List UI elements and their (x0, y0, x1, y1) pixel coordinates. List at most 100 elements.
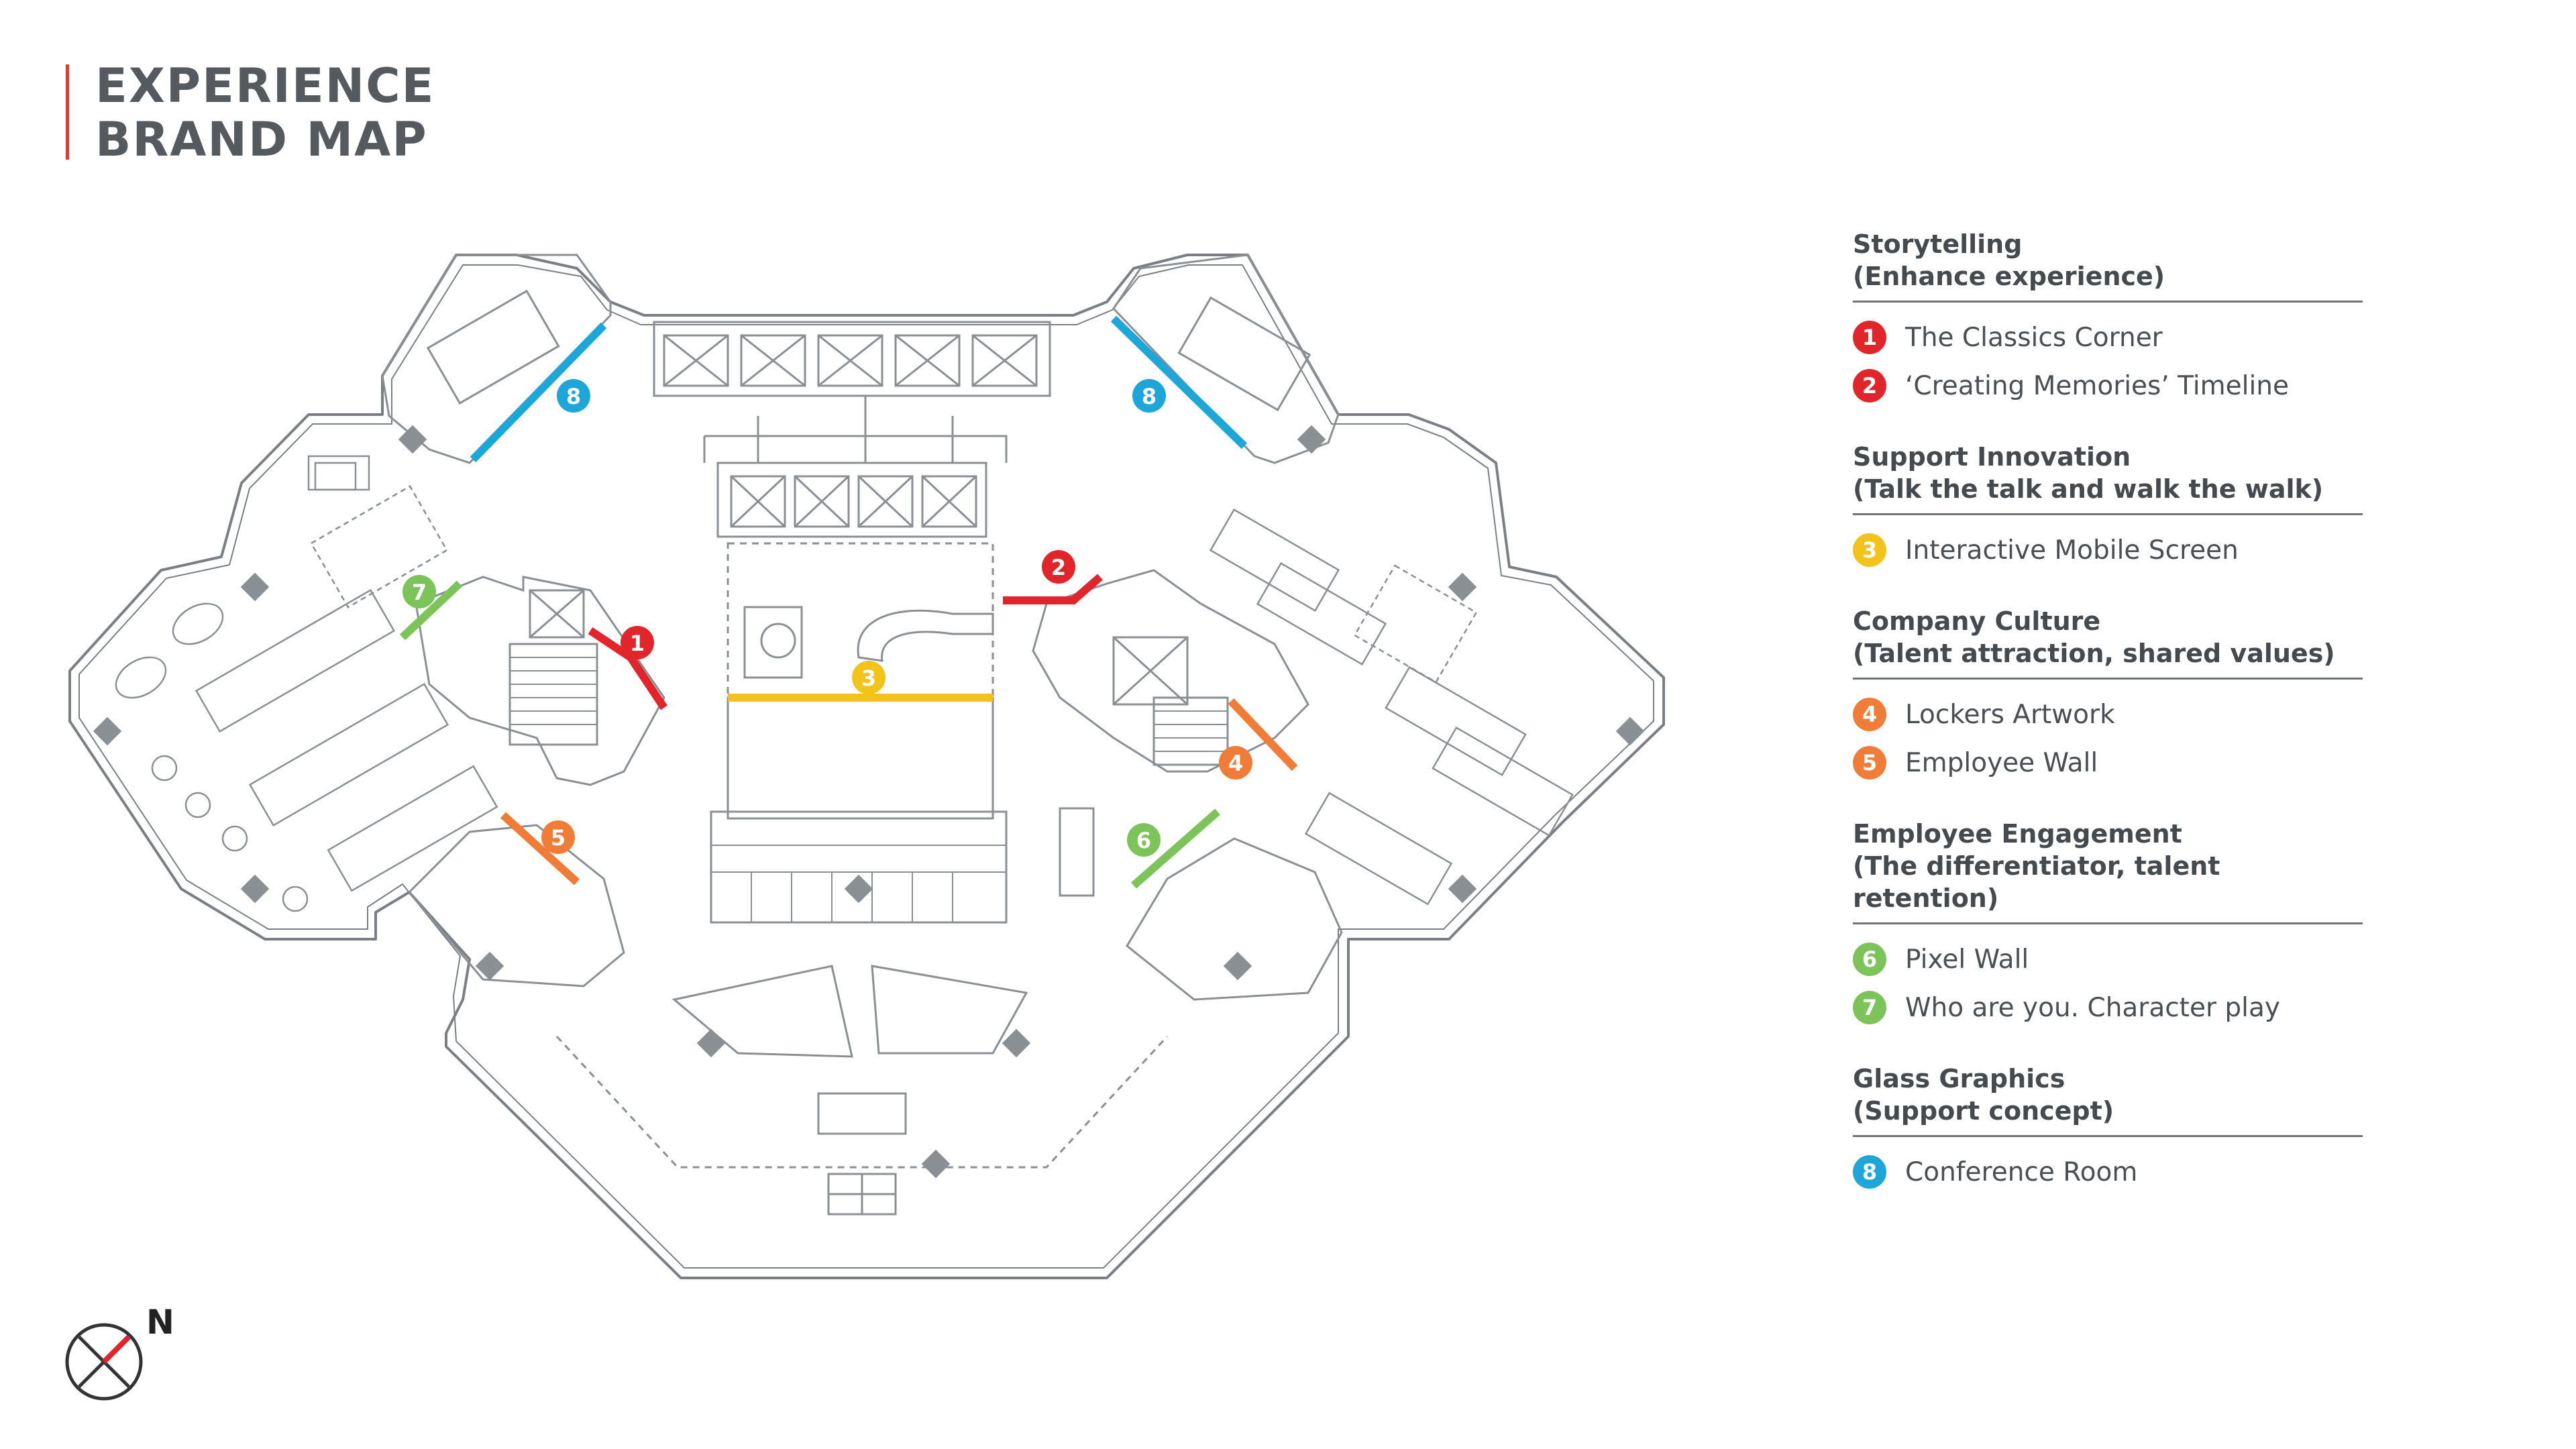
marker-8-left: 8 (557, 379, 590, 413)
north-arrow-icon: N (65, 1303, 174, 1401)
legend-group-engagement: Employee Engagement (The differentiator,… (1853, 818, 2369, 1032)
workstations-left (195, 455, 498, 892)
legend: Storytelling (Enhance experience) 1 The … (1853, 228, 2369, 1227)
lockers-artwork-wall (1228, 698, 1298, 771)
elevator-bank-lower (716, 462, 987, 538)
right-core (1032, 569, 1309, 773)
legend-label: The Classics Corner (1905, 322, 2163, 353)
legend-label: Lockers Artwork (1905, 699, 2115, 730)
title-line-1: EXPERIENCE (95, 58, 435, 113)
left-stair-treads (510, 657, 597, 725)
counter-cells (711, 845, 1006, 922)
svg-text:2: 2 (1051, 555, 1066, 580)
legend-divider (1853, 1135, 2363, 1137)
legend-badge: 2 (1853, 369, 1886, 402)
legend-item-3: 3 Interactive Mobile Screen (1853, 526, 2369, 574)
legend-subheading: (Talk the talk and walk the walk) (1853, 474, 2324, 504)
svg-text:8: 8 (1142, 384, 1157, 409)
legend-badge: 6 (1853, 943, 1886, 976)
character-play-wall (399, 580, 463, 641)
legend-badge: 4 (1853, 698, 1886, 731)
timeline-wall (1003, 574, 1103, 604)
right-stair (1152, 696, 1229, 766)
marker-3: 3 (852, 661, 885, 694)
legend-group-innovation: Support Innovation (Talk the talk and wa… (1853, 441, 2369, 574)
legend-label: Who are you. Character play (1905, 992, 2280, 1023)
legend-badge: 3 (1853, 533, 1886, 567)
left-core (415, 576, 665, 786)
marker-7: 7 (402, 575, 436, 608)
conf-table-right (1177, 296, 1311, 412)
legend-subheading: (Support concept) (1853, 1096, 2114, 1126)
conference-room-left (381, 254, 612, 464)
legend-heading: Employee Engagement (1853, 819, 2182, 849)
marker-1: 1 (621, 626, 654, 659)
legend-group-storytelling: Storytelling (Enhance experience) 1 The … (1853, 228, 2369, 410)
pixel-wall (1131, 808, 1220, 889)
marker-4: 4 (1219, 746, 1252, 780)
legend-group-culture: Company Culture (Talent attraction, shar… (1853, 605, 2369, 787)
elevator-cabs-top (663, 334, 1038, 387)
marker-2: 2 (1042, 550, 1075, 584)
lounge-sofa (857, 609, 994, 662)
right-core-elevator (1112, 636, 1189, 706)
boardroom-table-right (1059, 807, 1095, 897)
title-line-2: BRAND MAP (95, 112, 428, 167)
left-core-elevator (529, 589, 585, 639)
legend-divider (1853, 513, 2363, 515)
legend-heading: Support Innovation (1853, 442, 2131, 472)
legend-label: Conference Room (1905, 1157, 2138, 1187)
legend-label: Pixel Wall (1905, 944, 2029, 975)
legend-badge: 7 (1853, 991, 1886, 1024)
legend-item-4: 4 Lockers Artwork (1853, 690, 2369, 739)
legend-subheading: (The differentiator, talent retention) (1853, 851, 2220, 913)
restrooms (703, 396, 1008, 463)
conference-glass-left (470, 322, 607, 463)
marker-6: 6 (1127, 823, 1161, 857)
svg-text:1: 1 (630, 631, 645, 656)
legend-subheading: (Talent attraction, shared values) (1853, 639, 2335, 668)
legend-label: Interactive Mobile Screen (1905, 535, 2239, 566)
legend-item-1: 1 The Classics Corner (1853, 313, 2369, 362)
legend-badge: 5 (1853, 746, 1886, 780)
legend-heading: Glass Graphics (1853, 1064, 2065, 1093)
reception-zone (727, 696, 994, 820)
page-title: EXPERIENCE BRAND MAP (95, 59, 435, 166)
employee-wall (500, 812, 580, 885)
svg-text:7: 7 (412, 580, 427, 605)
workstations-right (1209, 508, 1574, 906)
building-outline (68, 254, 1665, 1279)
legend-item-6: 6 Pixel Wall (1853, 935, 2369, 983)
round-table (760, 623, 796, 659)
conference-glass-right (1110, 315, 1248, 449)
left-stair (508, 643, 598, 746)
elevator-cabs-lower (730, 475, 977, 528)
lounge-chairs (743, 606, 803, 679)
legend-label: Employee Wall (1905, 747, 2098, 778)
legend-item-5: 5 Employee Wall (1853, 739, 2369, 787)
svg-text:6: 6 (1136, 828, 1151, 853)
legend-badge: 1 (1853, 321, 1886, 354)
bottom-wing-dashed (555, 1035, 1169, 1169)
legend-item-7: 7 Who are you. Character play (1853, 983, 2369, 1032)
legend-heading: Storytelling (1853, 229, 2023, 259)
svg-text:3: 3 (861, 665, 876, 691)
legend-group-glass: Glass Graphics (Support concept) 8 Confe… (1853, 1063, 2369, 1196)
bottom-wing-walls (672, 965, 1028, 1058)
building-inner-outline (78, 264, 1654, 1269)
left-lounge-seats (115, 462, 357, 912)
map-markers: 1 2 3 4 5 6 7 8 (402, 379, 1252, 857)
svg-text:4: 4 (1228, 751, 1243, 776)
marker-8-right: 8 (1132, 379, 1166, 413)
legend-divider (1853, 922, 2363, 924)
legend-subheading: (Enhance experience) (1853, 262, 2165, 291)
conf-table-left (426, 289, 560, 405)
legend-divider (1853, 678, 2363, 680)
legend-label: ‘Creating Memories’ Timeline (1905, 370, 2289, 401)
svg-text:8: 8 (566, 384, 581, 409)
legend-divider (1853, 301, 2363, 303)
structural-columns (93, 425, 1645, 1179)
meeting-pod-right (1126, 837, 1343, 1001)
right-stair-treads (1154, 710, 1228, 752)
